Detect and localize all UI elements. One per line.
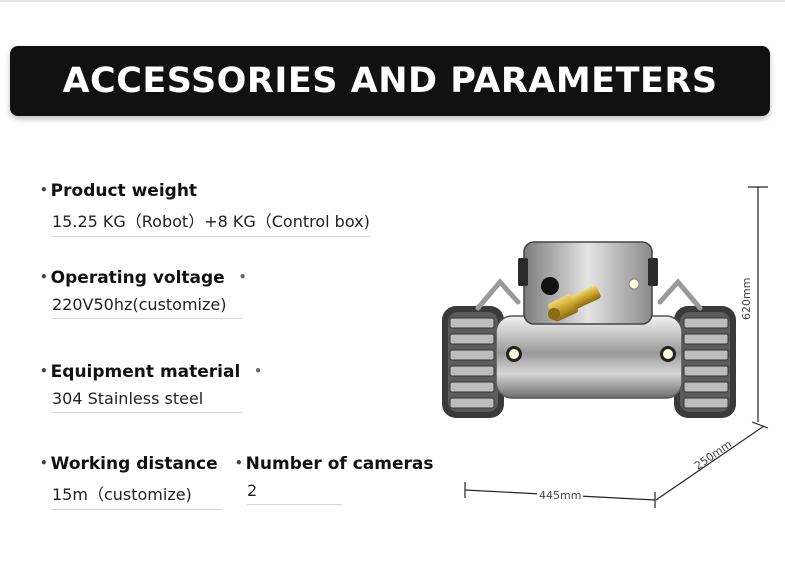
bullet-icon: • bbox=[40, 364, 48, 378]
height-cap-bottom bbox=[751, 421, 769, 429]
spec-equipment-material: •Equipment material• 304 Stainless steel bbox=[40, 362, 262, 413]
camera-icon bbox=[541, 277, 559, 295]
depth-line bbox=[655, 425, 765, 501]
spec-value: 2 bbox=[247, 481, 342, 505]
spec-operating-voltage: •Operating voltage• 220V50hz(customize) bbox=[40, 268, 246, 319]
spec-product-weight: •Product weight 15.25 KG（Robot）+8 KG（Con… bbox=[40, 181, 370, 237]
top-divider bbox=[0, 0, 785, 2]
bullet-icon: • bbox=[40, 270, 48, 284]
spec-value: 304 Stainless steel bbox=[52, 389, 242, 413]
led-light-icon bbox=[628, 278, 640, 290]
spec-label: Equipment material bbox=[50, 362, 241, 382]
spec-working-distance: •Working distance 15m（customize) bbox=[40, 454, 222, 510]
right-handle bbox=[657, 278, 703, 311]
title-banner: ACCESSORIES AND PARAMETERS bbox=[10, 46, 770, 116]
bullet-icon: • bbox=[238, 270, 247, 284]
page-title: ACCESSORIES AND PARAMETERS bbox=[62, 61, 718, 101]
spec-value: 220V50hz(customize) bbox=[52, 295, 242, 319]
right-track bbox=[674, 306, 736, 418]
front-light-icon bbox=[663, 349, 673, 359]
spec-label: Number of cameras bbox=[245, 454, 434, 474]
robot-image bbox=[442, 241, 736, 418]
bullet-icon: • bbox=[235, 456, 243, 470]
dimension-height: 620mm bbox=[740, 277, 753, 320]
spec-number-of-cameras: •Number of cameras 2 bbox=[235, 454, 433, 505]
bullet-icon: • bbox=[40, 183, 48, 197]
spec-label: Operating voltage bbox=[50, 268, 225, 288]
dimension-width: 445mm bbox=[537, 489, 584, 502]
spec-label: Product weight bbox=[50, 181, 198, 201]
left-handle bbox=[475, 278, 521, 311]
robot-body bbox=[495, 315, 683, 399]
spec-label: Working distance bbox=[50, 454, 218, 474]
bullet-icon: • bbox=[254, 364, 262, 378]
left-track bbox=[442, 306, 504, 418]
bullet-icon: • bbox=[40, 456, 48, 470]
spec-value: 15m（customize) bbox=[52, 481, 222, 510]
brass-fitting-icon bbox=[547, 285, 601, 322]
front-light-icon bbox=[509, 349, 519, 359]
spec-value: 15.25 KG（Robot）+8 KG（Control box) bbox=[52, 208, 370, 237]
